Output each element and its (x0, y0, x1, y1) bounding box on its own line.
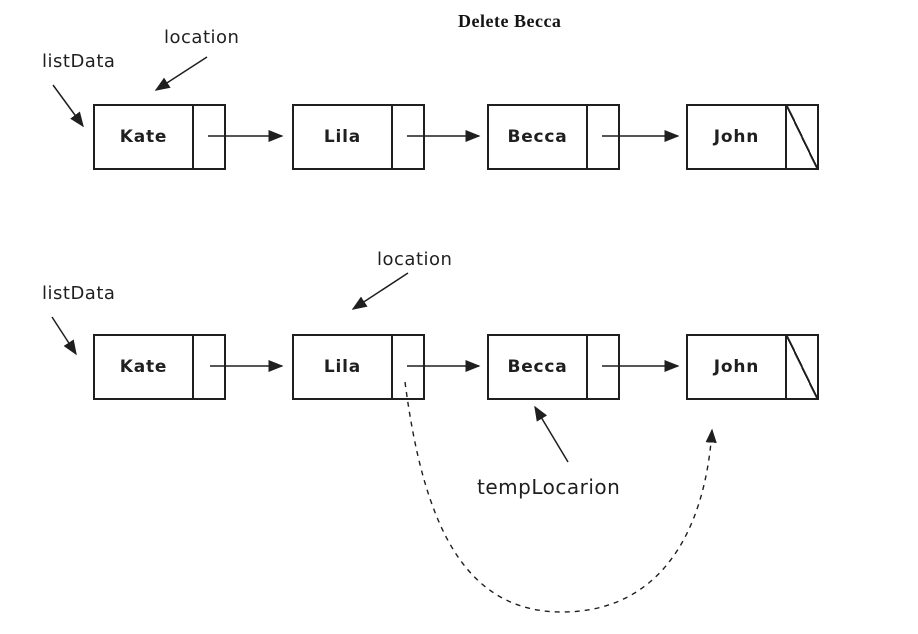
node-value: John (713, 357, 760, 377)
node-pointer-cell (787, 106, 817, 168)
node-lila-before: Lila (292, 104, 425, 170)
node-pointer-cell (393, 336, 423, 398)
node-data-cell: John (688, 336, 787, 398)
diagram-title: Delete Becca (458, 11, 562, 31)
location-arrow-before (154, 56, 208, 91)
location-arrow-after (351, 272, 409, 310)
null-slash-icon (787, 106, 817, 168)
node-data-cell: Kate (95, 336, 194, 398)
node-john-before: John (686, 104, 819, 170)
node-pointer-cell (787, 336, 817, 398)
templocation-arrow-after (534, 405, 569, 463)
node-pointer-cell (393, 106, 423, 168)
null-slash-icon (787, 336, 817, 398)
node-pointer-cell (588, 106, 618, 168)
label-listdata-before: listData (42, 51, 116, 72)
node-john-after: John (686, 334, 819, 400)
node-data-cell: Lila (294, 106, 393, 168)
node-value: Lila (323, 357, 362, 377)
node-kate-after: Kate (93, 334, 226, 400)
node-data-cell: Becca (489, 336, 588, 398)
label-location-after: location (377, 249, 453, 270)
node-data-cell: Lila (294, 336, 393, 398)
listdata-arrow-after (51, 316, 77, 356)
node-value: Kate (119, 127, 168, 147)
node-data-cell: John (688, 106, 787, 168)
node-pointer-cell (588, 336, 618, 398)
node-value: Becca (507, 127, 568, 147)
label-templocation-after: tempLocarion (477, 475, 621, 499)
node-becca-after: Becca (487, 334, 620, 400)
node-value: Lila (323, 127, 362, 147)
node-becca-before: Becca (487, 104, 620, 170)
node-pointer-cell (194, 336, 224, 398)
label-location-before: location (164, 27, 240, 48)
node-kate-before: Kate (93, 104, 226, 170)
listdata-arrow-before (52, 84, 84, 128)
node-value: Becca (507, 357, 568, 377)
label-listdata-after: listData (42, 283, 116, 304)
node-value: Kate (119, 357, 168, 377)
node-data-cell: Kate (95, 106, 194, 168)
node-data-cell: Becca (489, 106, 588, 168)
node-lila-after: Lila (292, 334, 425, 400)
node-value: John (713, 127, 760, 147)
node-pointer-cell (194, 106, 224, 168)
